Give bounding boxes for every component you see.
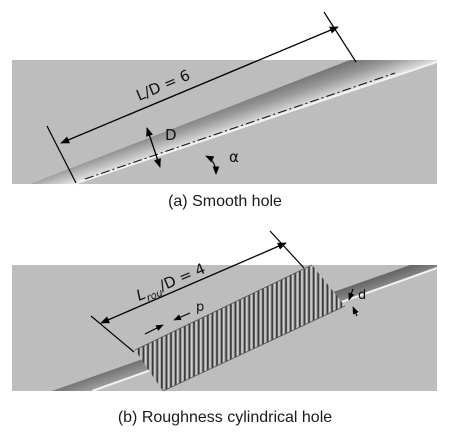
rough-length-dimension-line — [100, 242, 287, 324]
diameter-label: D — [165, 126, 177, 144]
inclination-angle-arc — [205, 155, 220, 175]
rough-length-extension-left — [90, 315, 135, 353]
diameter-dimension-arrow — [146, 127, 161, 168]
inclination-angle-label: α — [229, 148, 239, 166]
roughness-ribs-region — [135, 265, 345, 391]
rough-length-extension-right — [269, 230, 305, 269]
length-extension-line-left — [46, 125, 77, 184]
panel-b: Lrou/D = 4 p d (b) Roughness cylindrical… — [12, 230, 438, 426]
pitch-arrow-left — [144, 324, 164, 335]
hole-centerline — [84, 72, 396, 180]
caption-smooth-hole: (a) Smooth hole — [168, 193, 282, 210]
pitch-arrow-right — [173, 312, 191, 321]
depth-label: d — [358, 288, 366, 303]
panel-a: L/D = 6 D α (a) Smooth hole — [12, 11, 438, 210]
length-extension-line-right — [323, 11, 357, 63]
roughness-region-outline-bottom — [162, 305, 346, 392]
length-dimension-line — [60, 26, 339, 144]
depth-arrow-top — [348, 288, 355, 301]
depth-arrow-bottom — [352, 306, 359, 317]
pitch-label: p — [196, 300, 204, 315]
caption-roughness-hole: (b) Roughness cylindrical hole — [118, 409, 332, 426]
